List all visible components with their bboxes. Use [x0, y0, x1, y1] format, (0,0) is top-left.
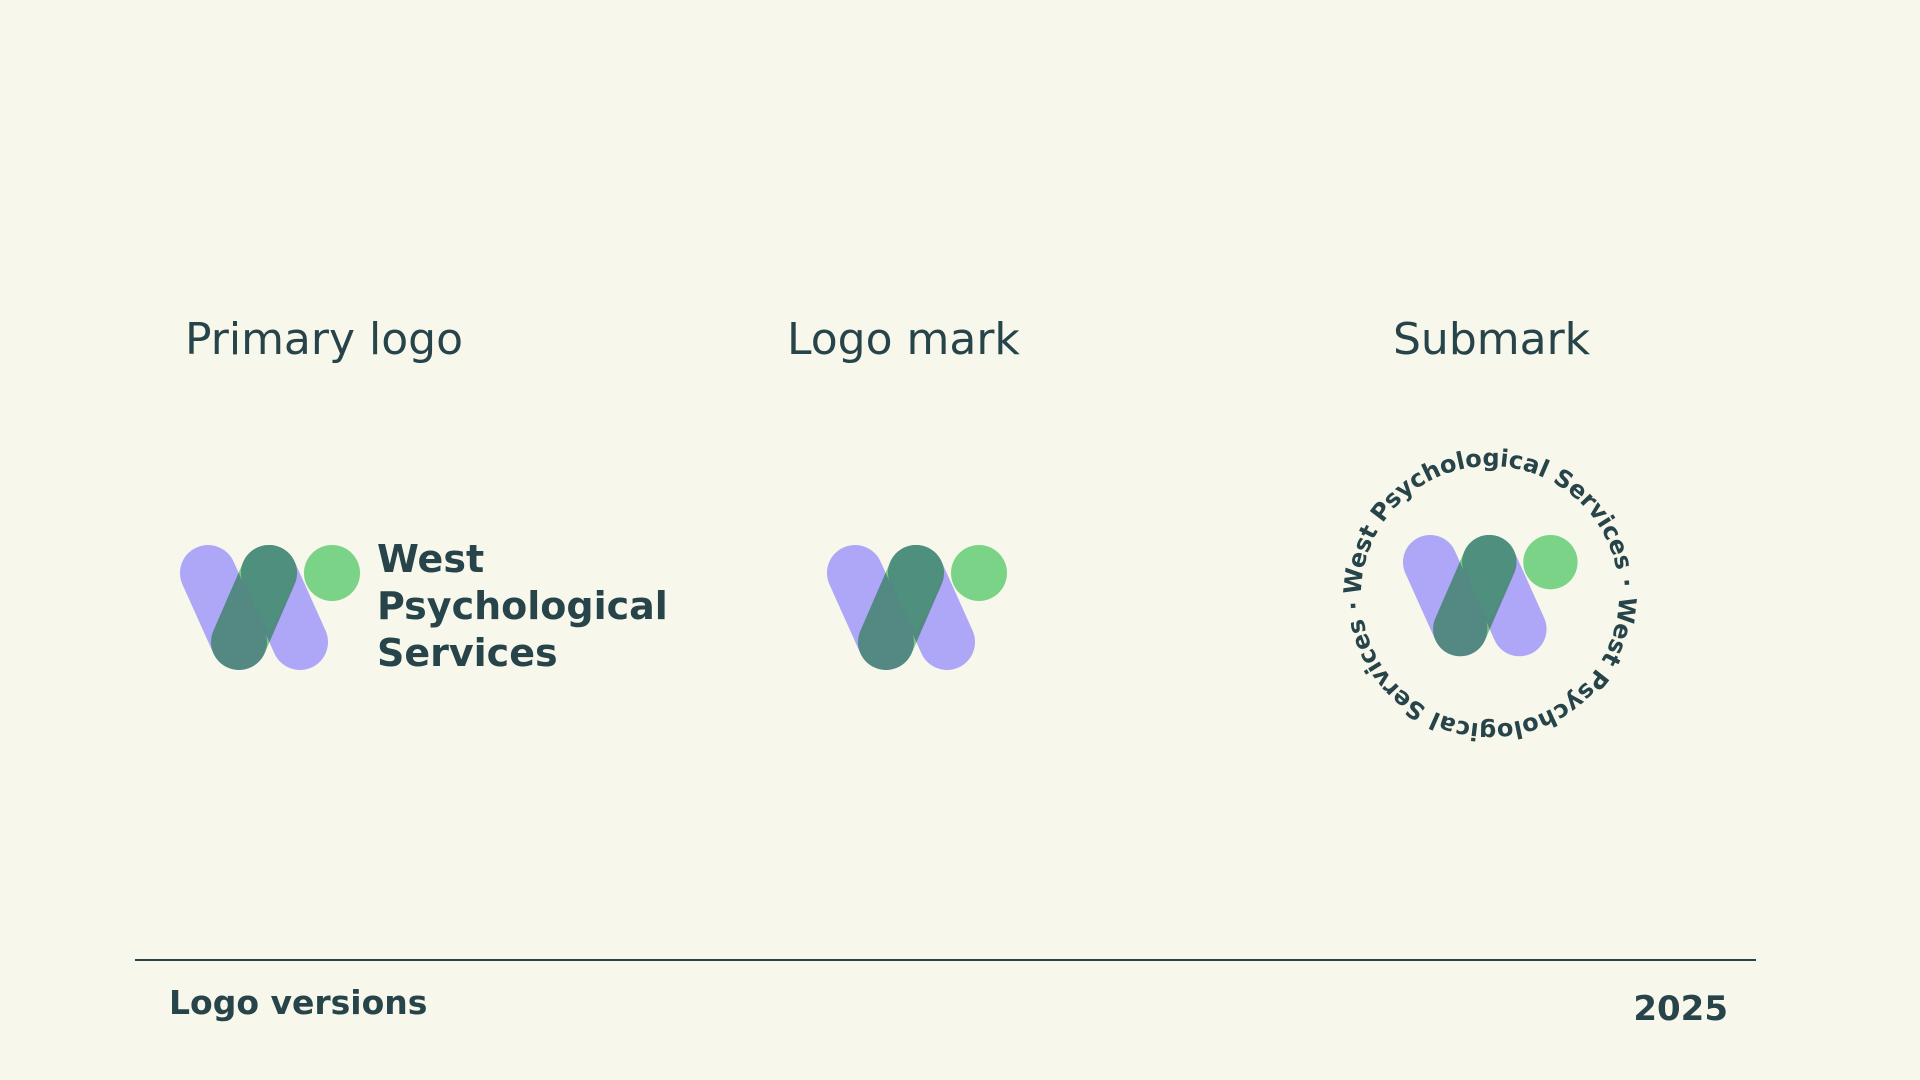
primary-logo-heading: Primary logo — [185, 314, 464, 365]
mark-dot — [304, 545, 360, 601]
mark-dot — [1523, 535, 1578, 590]
wordmark-line-west: West — [377, 537, 485, 581]
primary-logo-mark-icon — [180, 545, 360, 670]
mark-overlap-teal — [1462, 535, 1517, 621]
submark-heading: Submark — [1393, 314, 1591, 365]
footer-divider — [135, 959, 1756, 961]
logo-mark-icon — [827, 545, 1007, 670]
footer-label: Logo versions — [169, 983, 428, 1022]
mark-overlap-teal — [888, 545, 944, 633]
logo-mark-heading: Logo mark — [787, 314, 1020, 365]
footer-year: 2025 — [1633, 989, 1728, 1029]
mark-overlap-teal — [241, 545, 297, 633]
wordmark-line-services: Services — [377, 631, 558, 675]
submark-badge-icon: West Psychological Services · West Psych… — [1338, 444, 1641, 746]
mark-dot — [951, 545, 1007, 601]
primary-logo-wordmark: West Psychological Services — [377, 536, 668, 677]
wordmark-line-psychological: Psychological — [377, 584, 668, 628]
